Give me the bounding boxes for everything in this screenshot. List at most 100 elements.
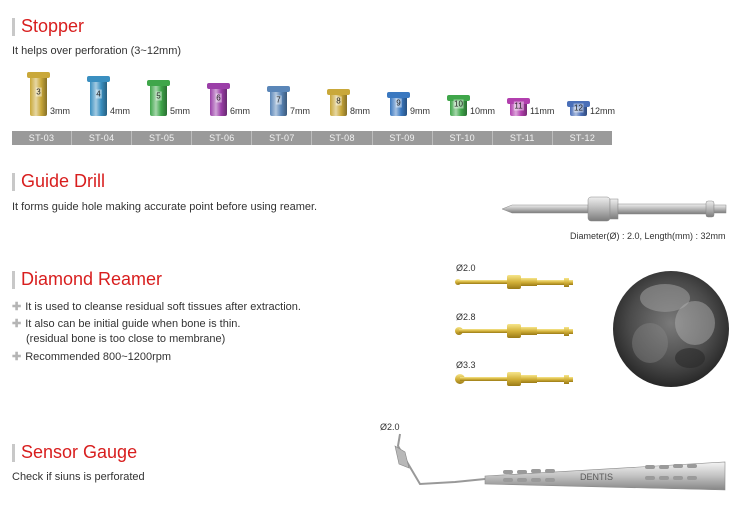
reamer-bullet-text: (residual bone is too close to membrane) (26, 333, 226, 345)
stopper-icon: 7 (267, 86, 290, 116)
reamer-size-label: Ø2.8 (456, 312, 476, 322)
plus-icon: ✚ (12, 318, 22, 330)
stopper-length: 4mm (110, 106, 130, 116)
reamer-bullet-continuation: (residual bone is too close to membrane) (26, 333, 225, 345)
title-bar (12, 443, 15, 462)
stopper-code: ST-11 (493, 131, 553, 145)
diamond-reamer-image (455, 324, 573, 338)
stopper-icon: 11 (507, 98, 530, 116)
stopper-section-title: Stopper (12, 16, 84, 37)
stopper-length: 8mm (350, 106, 370, 116)
diamond-reamer-section-title: Diamond Reamer (12, 269, 162, 290)
stopper-length: 9mm (410, 106, 430, 116)
stopper-item: 4 4mm (87, 76, 130, 116)
stopper-collar (507, 98, 530, 104)
reamer-size-label: Ø2.0 (456, 263, 476, 273)
stopper-code: ST-07 (252, 131, 313, 145)
stopper-collar (327, 89, 350, 95)
title-bar (12, 17, 15, 36)
stopper-number: 6 (215, 93, 222, 103)
stopper-item: 6 6mm (207, 83, 250, 116)
stopper-collar (27, 72, 50, 78)
stopper-item: 3 3mm (27, 72, 70, 116)
stopper-length: 3mm (50, 106, 70, 116)
stopper-image-row: 3 3mm 4 4mm 5 5mm 6 6mm 7 7mm 8 8mm 9 9mm 10 10mm 11 11mm… (12, 68, 616, 130)
stopper-length: 12mm (590, 106, 616, 116)
reamer-size-label: Ø3.3 (456, 360, 476, 370)
stopper-item: 7 7mm (267, 86, 310, 116)
stopper-number: 7 (275, 95, 282, 104)
stopper-number: 3 (35, 87, 42, 97)
stopper-icon: 9 (387, 92, 410, 116)
reamer-bullet-text: It is used to cleanse residual soft tiss… (25, 300, 301, 313)
guide-drill-image (501, 196, 727, 222)
stopper-collar (447, 95, 470, 101)
stopper-collar (267, 86, 290, 92)
stopper-code: ST-09 (373, 131, 433, 145)
stopper-code: ST-06 (192, 131, 253, 145)
diamond-reamer-image (455, 275, 573, 289)
stopper-code: ST-04 (72, 131, 133, 145)
sensor-gauge-image: DENTIS (394, 433, 726, 491)
stopper-number: 12 (573, 103, 584, 113)
stopper-icon: 10 (447, 95, 470, 116)
plus-icon: ✚ (12, 301, 22, 313)
stopper-collar (387, 92, 410, 98)
sensor-gauge-description: Check if siuns is perforated (12, 471, 145, 483)
stopper-icon: 4 (87, 76, 110, 116)
stopper-number: 8 (335, 96, 342, 106)
title-bar (12, 270, 15, 289)
guide-drill-section-title: Guide Drill (12, 171, 105, 192)
reamer-bullet: ✚It also can be initial guide when bone … (12, 317, 241, 331)
stopper-icon: 5 (147, 80, 170, 116)
stopper-title: Stopper (21, 16, 85, 36)
stopper-number: 5 (155, 91, 162, 101)
stopper-length: 6mm (230, 106, 250, 116)
stopper-icon: 12 (567, 101, 590, 116)
stopper-length: 5mm (170, 106, 190, 116)
diamond-reamer-image (455, 372, 573, 386)
sensor-gauge-section-title: Sensor Gauge (12, 442, 137, 463)
stopper-code: ST-08 (312, 131, 373, 145)
stopper-number: 4 (95, 89, 102, 99)
reamer-bullet: ✚Recommended 800~1200rpm (12, 350, 172, 364)
stopper-length: 10mm (470, 106, 496, 116)
diamond-reamer-title: Diamond Reamer (21, 269, 163, 289)
plus-icon: ✚ (12, 351, 22, 363)
endoscopic-view-image (613, 271, 729, 387)
sensor-gauge-brand: DENTIS (580, 472, 613, 482)
reamer-bullet-text: It also can be initial guide when bone i… (25, 317, 241, 330)
guide-drill-description: It forms guide hole making accurate poin… (12, 201, 318, 213)
stopper-item: 10 10mm (447, 95, 496, 116)
stopper-item: 9 9mm (387, 92, 430, 116)
stopper-length: 7mm (290, 106, 310, 116)
stopper-collar (567, 101, 590, 107)
stopper-description: It helps over perforation (3~12mm) (12, 45, 182, 57)
stopper-length: 11mm (530, 106, 555, 116)
stopper-code: ST-03 (12, 131, 73, 145)
stopper-number: 9 (395, 98, 402, 108)
stopper-icon: 6 (207, 83, 230, 116)
stopper-collar (87, 76, 110, 82)
stopper-code: ST-10 (433, 131, 493, 145)
sensor-gauge-size: Ø2.0 (380, 422, 400, 432)
stopper-number: 11 (513, 101, 524, 111)
reamer-bullet-text: Recommended 800~1200rpm (25, 350, 172, 363)
stopper-icon: 8 (327, 89, 350, 116)
stopper-item: 11 11mm (507, 98, 555, 116)
stopper-item: 5 5mm (147, 80, 190, 116)
stopper-collar (207, 83, 230, 89)
stopper-code: ST-12 (569, 133, 596, 143)
guide-drill-title: Guide Drill (21, 171, 106, 191)
guide-drill-spec: Diameter(Ø) : 2.0, Length(mm) : 32mm (570, 231, 726, 241)
stopper-number: 10 (453, 99, 464, 109)
sensor-gauge-title: Sensor Gauge (21, 442, 138, 462)
stopper-code: ST-05 (132, 131, 193, 145)
stopper-collar (147, 80, 170, 86)
title-bar (12, 172, 15, 191)
stopper-item: 8 8mm (327, 89, 370, 116)
reamer-bullet: ✚It is used to cleanse residual soft tis… (12, 300, 301, 314)
stopper-icon: 3 (27, 72, 50, 116)
stopper-item: 12 12mm (567, 101, 616, 116)
